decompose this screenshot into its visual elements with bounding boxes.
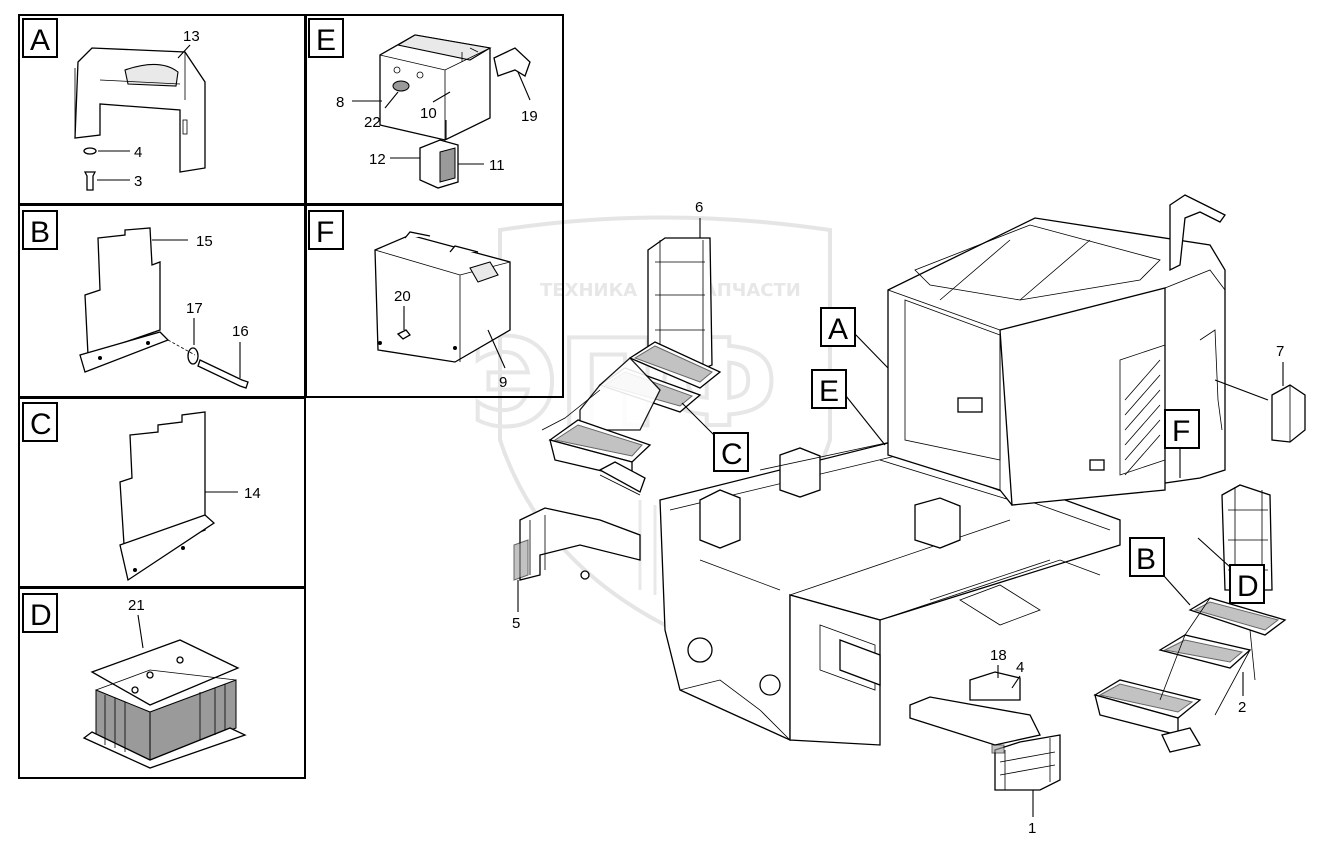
callout-f: F (1172, 415, 1190, 448)
part-number-11: 11 (489, 157, 505, 174)
main-frame (659, 439, 1121, 746)
cab-front-cover (74, 47, 206, 173)
washer (83, 147, 97, 155)
callout-a: A (828, 313, 848, 346)
part-number-1: 1 (1028, 820, 1036, 837)
bolt (197, 359, 249, 389)
callout-d: D (1237, 570, 1259, 603)
part-number-12: 12 (369, 151, 386, 168)
part-number-4-main: 4 (1016, 659, 1024, 676)
part-number-16: 16 (232, 323, 249, 340)
part-number-15: 15 (196, 233, 213, 250)
part-number-19: 19 (521, 108, 538, 125)
panel-letter-f: F (316, 216, 334, 249)
panel-letter-d: D (30, 599, 52, 632)
main-callouts: A E C F B D (681, 307, 1265, 606)
callout-b: B (1136, 543, 1156, 576)
part-number-3: 3 (134, 173, 142, 190)
machine-assembly: 6 5 2 (512, 194, 1306, 837)
bolt (396, 329, 411, 340)
watermark-right-text: ЗАПЧАСТИ (690, 280, 801, 301)
left-ladder (541, 237, 722, 496)
holder-11 (419, 139, 459, 189)
part-number-2: 2 (1238, 699, 1246, 716)
bracket-19 (493, 47, 531, 77)
callout-c: C (721, 438, 743, 471)
panel-letter-box (22, 18, 58, 58)
cover-f (374, 231, 511, 363)
left-step (513, 507, 641, 581)
panel-letter-b: B (30, 216, 50, 249)
washer (187, 347, 199, 365)
part-number-5: 5 (512, 615, 520, 632)
mounting-plate-b (79, 227, 170, 373)
part-number-20: 20 (394, 288, 411, 305)
panel-letter-c: C (30, 408, 52, 441)
detail-panel-d: D 21 (22, 593, 247, 769)
part-number-14: 14 (244, 485, 261, 502)
battery-box (82, 639, 247, 769)
part-number-13: 13 (183, 28, 200, 45)
cab-side-grille (1119, 344, 1166, 476)
part-number-8: 8 (336, 94, 344, 111)
part-number-10: 10 (420, 105, 437, 122)
front-step (909, 671, 1061, 791)
bolt (83, 171, 97, 191)
operator-cab (887, 194, 1226, 506)
part-number-9: 9 (499, 374, 507, 391)
detail-panel-f: F 20 9 (308, 210, 511, 391)
watermark-left-text: ТЕХНИКА (540, 280, 637, 301)
part-number-18: 18 (990, 647, 1007, 664)
part-number-21: 21 (128, 597, 145, 614)
panel-letter-e: E (316, 24, 336, 57)
part-number-7: 7 (1276, 343, 1284, 360)
rear-light (1271, 384, 1306, 443)
part-number-4: 4 (134, 144, 142, 161)
control-box (379, 34, 492, 141)
detail-panel-grid (18, 14, 564, 779)
detail-panel-b: B 15 17 16 (22, 210, 249, 389)
part-number-22: 22 (364, 114, 381, 131)
right-ladder (1093, 484, 1287, 753)
detail-panel-e: E 19 8 22 10 12 11 (308, 18, 538, 189)
part-number-17: 17 (186, 300, 203, 317)
detail-panel-a: A 13 4 3 (22, 18, 206, 191)
detail-panel-c: C 14 (22, 402, 261, 582)
mounting-plate-c (119, 411, 216, 582)
panel-letter-a: A (30, 24, 50, 57)
part-number-6: 6 (695, 199, 703, 216)
callout-e: E (819, 375, 839, 408)
